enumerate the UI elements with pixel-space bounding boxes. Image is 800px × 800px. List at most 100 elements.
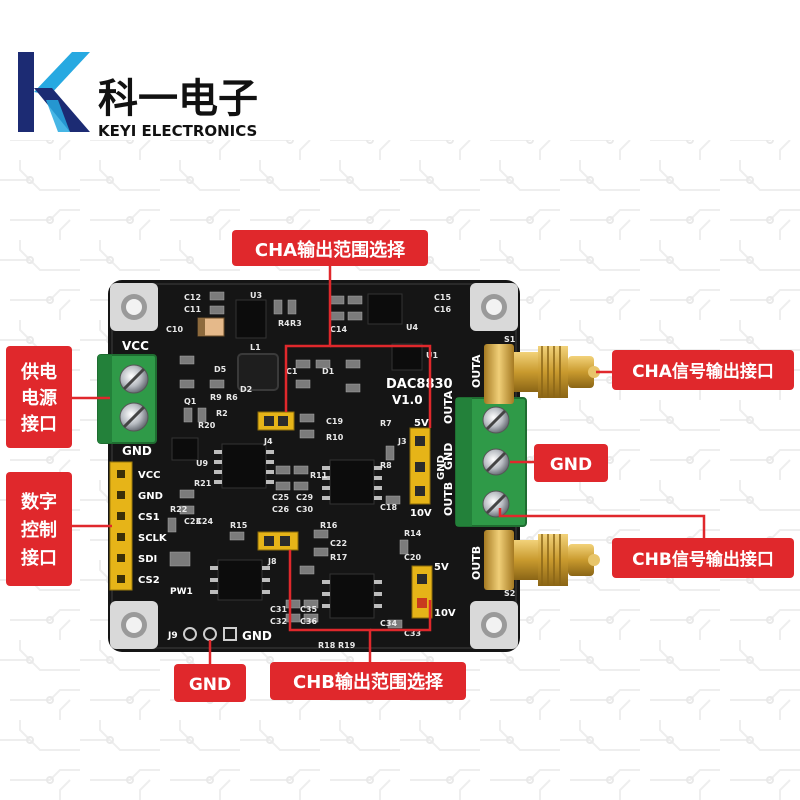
callout-cha-out: CHA信号输出接口 xyxy=(612,350,794,390)
ref-j8: J8 xyxy=(267,557,277,566)
ref-r22: R22 xyxy=(170,505,187,514)
silk-j9: J9 xyxy=(167,631,178,641)
logo-k-leg xyxy=(34,88,90,132)
ic-opamp-2 xyxy=(322,459,382,505)
silk-gnd: GND xyxy=(122,444,152,458)
pin-cs1: CS1 xyxy=(138,512,160,523)
ref-r21: R21 xyxy=(194,479,212,488)
pin-sdi: SDI xyxy=(138,554,157,565)
ref-c33: C33 xyxy=(404,629,421,638)
silk-outa-pin: OUTA xyxy=(442,390,455,424)
callout-chb-range-text: CHB输出范围选择 xyxy=(293,671,444,693)
ref-c30: C30 xyxy=(296,505,313,514)
ref-c36: C36 xyxy=(300,617,317,626)
ref-r9: R9 xyxy=(210,393,222,402)
ref-d2: D2 xyxy=(240,385,252,394)
ref-s2: S2 xyxy=(504,589,515,598)
logo-k-accent xyxy=(46,100,70,132)
ref-c12: C12 xyxy=(184,293,201,302)
ref-c25: C25 xyxy=(272,493,289,502)
callout-power-l2: 电源 xyxy=(21,387,57,409)
ic-u9 xyxy=(171,437,199,461)
ref-r6: R6 xyxy=(226,393,238,402)
pin-gnd: GND xyxy=(138,491,163,502)
ref-u9: U9 xyxy=(196,459,208,468)
ref-c31: C31 xyxy=(270,605,287,614)
ref-c18: C18 xyxy=(380,503,397,512)
power-terminal-block xyxy=(97,354,157,444)
silk-vcc: VCC xyxy=(122,339,149,353)
callout-gnd-right-text: GND xyxy=(550,455,592,475)
callout-cha-range-text: CHA输出范围选择 xyxy=(255,239,406,261)
callout-cha-out-text: CHA信号输出接口 xyxy=(632,361,774,382)
digital-pin-header xyxy=(109,461,133,591)
ref-c20: C20 xyxy=(404,553,421,562)
ref-r8: R8 xyxy=(380,461,392,470)
ref-c1: C1 xyxy=(286,367,298,376)
callout-power-l3: 接口 xyxy=(21,413,57,435)
ref-r3: R3 xyxy=(290,319,302,328)
ref-d5: D5 xyxy=(214,365,227,374)
ref-r7: R7 xyxy=(380,419,392,428)
silk-j3-gnd: GND xyxy=(436,455,447,480)
ref-c24: C24 xyxy=(196,517,213,526)
ref-r2: R2 xyxy=(216,409,228,418)
callout-cha-range: CHA输出范围选择 xyxy=(232,230,428,266)
sma-connector-b xyxy=(484,530,600,590)
ic-u4 xyxy=(367,293,403,325)
callout-digital: 数字 控制 接口 xyxy=(6,472,72,586)
ref-c11: C11 xyxy=(184,305,201,314)
smd-passives xyxy=(167,291,409,629)
silk-outb-pin: OUTB xyxy=(442,482,455,516)
ref-c22: C22 xyxy=(330,539,347,548)
mounting-hole-br xyxy=(470,601,518,649)
sma-connector-a xyxy=(484,344,600,404)
silk-j9-gnd: GND xyxy=(242,629,272,643)
ref-d1: D1 xyxy=(322,367,335,376)
brand-name-cn: 科一电子 xyxy=(98,76,258,122)
ic-opamp-4 xyxy=(322,573,382,619)
brand-name-en: KEYI ELECTRONICS xyxy=(98,122,257,140)
ref-r18: R18 xyxy=(318,641,336,650)
ref-s1: S1 xyxy=(504,335,516,344)
brand-logo xyxy=(18,52,90,132)
pcb-board: VCC GND OUTA GND OUTB xyxy=(97,280,600,652)
ref-j3: J3 xyxy=(397,437,407,446)
ref-r16: R16 xyxy=(320,521,338,530)
callout-gnd-right: GND xyxy=(534,444,608,482)
callout-gnd-bottom: GND xyxy=(174,664,246,702)
silk-pw1: PW1 xyxy=(170,587,193,597)
silk-5v-b: 5V xyxy=(434,562,449,573)
ref-c10: C10 xyxy=(166,325,183,334)
ref-designators: C12 U3 C11 C10 C15 C16 C14 R4 R3 U4 U1 D… xyxy=(166,291,516,650)
ref-r11: R11 xyxy=(310,471,328,480)
inductor-l1 xyxy=(237,353,279,391)
ref-c15: C15 xyxy=(434,293,451,302)
output-terminal-block xyxy=(455,397,527,527)
callout-digital-l1: 数字 xyxy=(21,491,57,513)
silk-5v-a: 5V xyxy=(414,418,429,429)
ref-c16: C16 xyxy=(434,305,451,314)
callout-gnd-bottom-text: GND xyxy=(189,675,231,695)
jumper-j8 xyxy=(257,531,299,551)
ref-c34: C34 xyxy=(380,619,397,628)
silk-version: V1.0 xyxy=(392,393,423,407)
silk-outa: OUTA xyxy=(470,354,483,388)
callout-digital-l3: 接口 xyxy=(21,547,57,569)
silk-10v-b: 10V xyxy=(434,608,456,619)
callout-leaders xyxy=(70,266,706,666)
ref-r20: R20 xyxy=(198,421,216,430)
ref-r19: R19 xyxy=(338,641,356,650)
pin-cs2: CS2 xyxy=(138,575,160,586)
ref-c32: C32 xyxy=(270,617,287,626)
callout-chb-out-text: CHB信号输出接口 xyxy=(632,549,774,570)
jumper-j3 xyxy=(409,427,431,505)
ref-c29: C29 xyxy=(296,493,313,502)
ic-opamp-1 xyxy=(214,443,274,489)
ref-c23: C23 xyxy=(184,517,201,526)
ref-u4: U4 xyxy=(406,323,418,332)
ref-r15: R15 xyxy=(230,521,248,530)
pcb-body xyxy=(108,280,520,652)
logo-k-arm xyxy=(34,52,90,95)
